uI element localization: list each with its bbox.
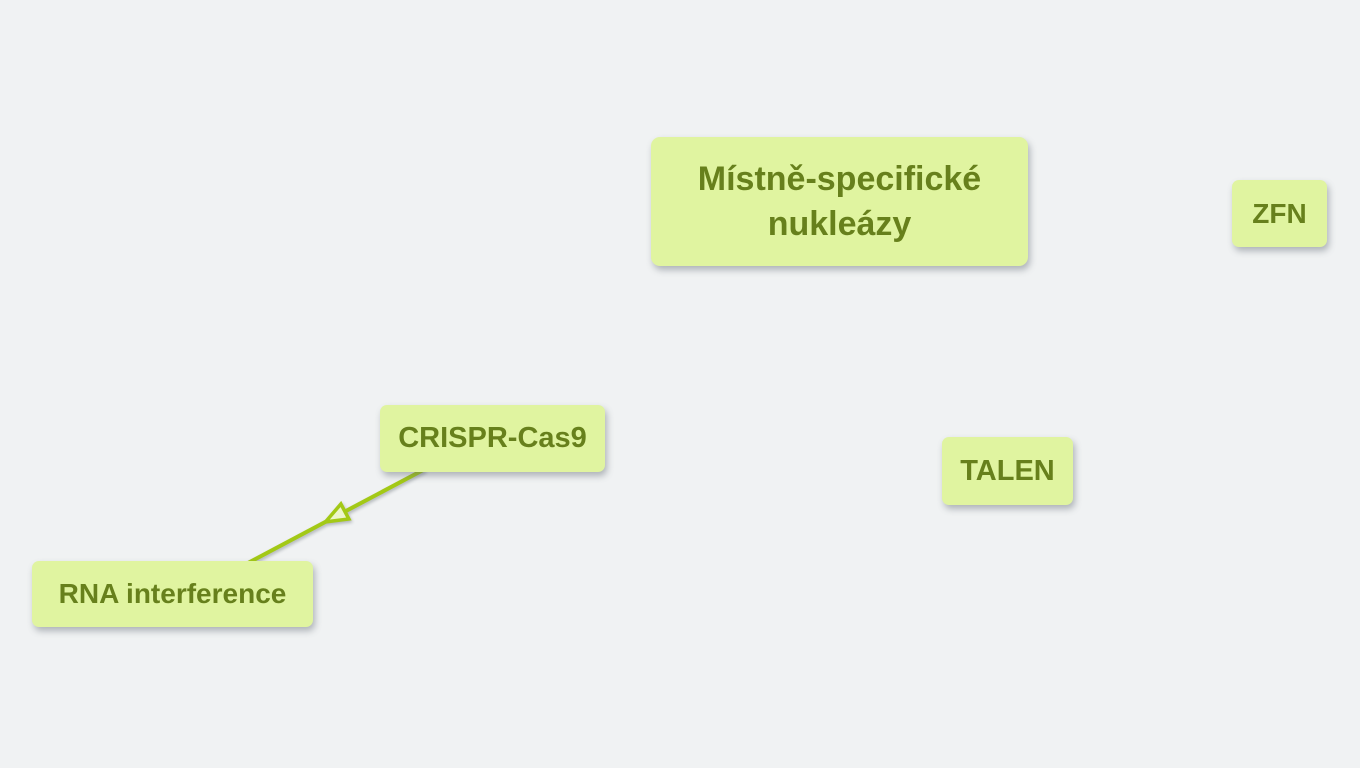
node-label: CRISPR-Cas9	[398, 422, 587, 454]
node-talen[interactable]: TALEN	[942, 437, 1073, 505]
node-label: ZFN	[1252, 197, 1307, 229]
node-crispr-cas9[interactable]: CRISPR-Cas9	[380, 405, 605, 472]
node-zfn[interactable]: ZFN	[1232, 180, 1327, 247]
node-label: Místně-specifické nukleázy	[697, 159, 982, 243]
edge-arrowhead-open-triangle-icon[interactable]	[321, 500, 352, 525]
node-rna-interference[interactable]: RNA interference	[32, 561, 313, 627]
node-label: RNA interference	[58, 578, 287, 609]
edge-crispr-to-rna-interference[interactable]	[247, 467, 426, 565]
node-label: TALEN	[960, 454, 1055, 487]
node-mistne-specificke-nukleazy[interactable]: Místně-specifické nukleázy	[651, 137, 1028, 266]
